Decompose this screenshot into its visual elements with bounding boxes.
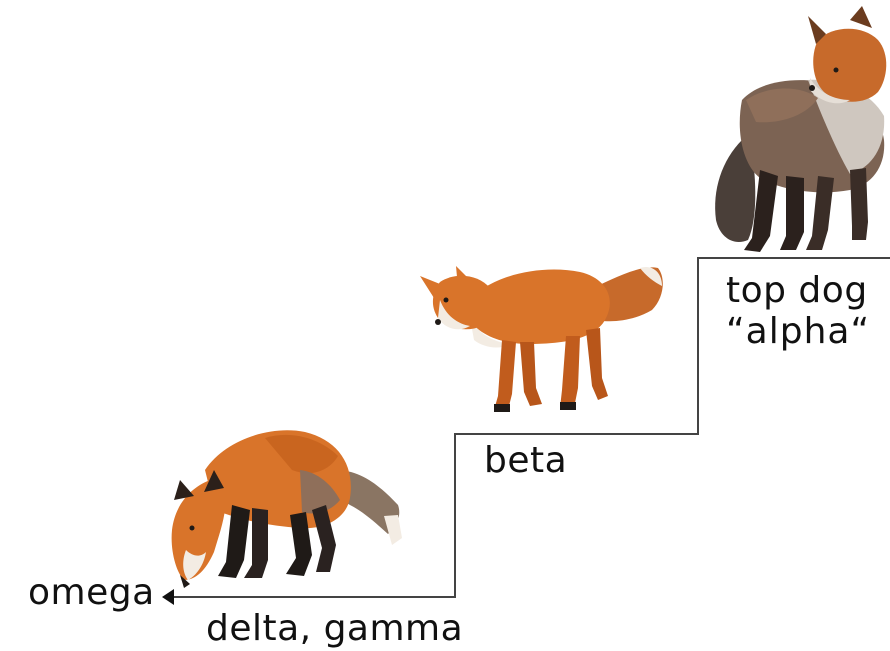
label-omega: omega xyxy=(28,572,155,613)
label-beta: beta xyxy=(484,440,568,481)
label-top-dog-line1: top dog xyxy=(726,270,868,311)
sniffing-fox-icon xyxy=(171,430,402,588)
label-top-dog: top dog “alpha“ xyxy=(726,270,870,353)
arrow-left-icon xyxy=(162,589,174,605)
label-delta-gamma: delta, gamma xyxy=(206,608,464,649)
standing-fox-icon xyxy=(715,6,887,252)
label-top-dog-line2: “alpha“ xyxy=(726,311,871,353)
staircase-line xyxy=(172,257,890,598)
submissive-fox-icon xyxy=(420,266,663,412)
